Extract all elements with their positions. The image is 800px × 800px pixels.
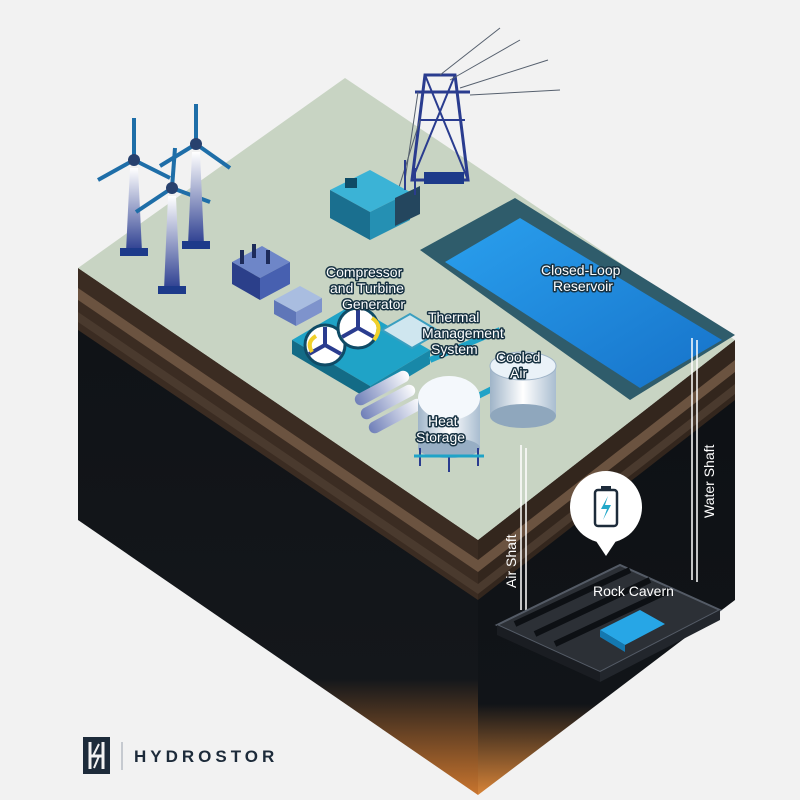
- wind-turbines: [97, 104, 232, 294]
- label-rock-cavern: Rock Cavern: [593, 583, 674, 599]
- label-thermal-line-1: Thermal: [428, 309, 479, 325]
- battery-charging-icon: [593, 486, 619, 528]
- label-thermal-line-3: System: [431, 341, 478, 357]
- transmission-tower-icon: [394, 27, 561, 201]
- label-thermal-line-2: Management: [422, 325, 504, 341]
- label-air-shaft: Air Shaft: [503, 534, 519, 588]
- ground-left-face: [78, 268, 478, 795]
- closed-loop-reservoir: [420, 198, 735, 400]
- label-cooled-air-line-1: Cooled: [496, 349, 540, 365]
- wind-turbine-icon: [158, 104, 232, 249]
- thermal-management-pipes: [354, 327, 502, 434]
- label-heat-storage-line-2: Storage: [416, 429, 465, 445]
- fan-icon: [336, 306, 380, 350]
- label-reservoir-line-2: Reservoir: [553, 278, 613, 294]
- brand: HYDROSTOR: [83, 737, 278, 774]
- reservoir-water: [445, 218, 722, 388]
- wind-turbine-icon: [97, 118, 171, 256]
- soil-layer-left-band: [78, 288, 478, 572]
- label-compressor-line-2: and Turbine: [330, 280, 404, 296]
- soil-layer-right-band: [478, 360, 735, 572]
- substation-building: [330, 160, 420, 240]
- label-cooled-air-line-2: Air: [510, 365, 527, 381]
- wind-turbine-icon: [134, 147, 211, 294]
- cooled-air-tank: [489, 351, 557, 428]
- ground-top-face: [78, 78, 735, 540]
- label-heat-storage-line-1: Heat: [428, 413, 458, 429]
- rock-cavern: [494, 563, 723, 682]
- hydrostor-logo-icon: [83, 737, 110, 774]
- energy-flow-icon: [307, 316, 381, 354]
- label-compressor-line-3: Generator: [342, 296, 405, 312]
- label-water-shaft: Water Shaft: [701, 444, 717, 518]
- diagram-labels: Compressor and Turbine Generator Thermal…: [325, 261, 718, 600]
- label-compressor-line-1: Compressor: [326, 264, 403, 280]
- ground-block: [78, 78, 735, 795]
- shafts: [520, 338, 698, 612]
- label-reservoir-line-1: Closed-Loop: [541, 262, 621, 278]
- brand-name: HYDROSTOR: [134, 747, 278, 766]
- battery-callout: [570, 471, 642, 556]
- soil-layer-left-band-2: [78, 312, 478, 594]
- transformer-units: [232, 244, 322, 326]
- ground-right-face: [478, 340, 735, 795]
- heat-storage-tank: [414, 376, 484, 472]
- cavern-water: [600, 610, 665, 645]
